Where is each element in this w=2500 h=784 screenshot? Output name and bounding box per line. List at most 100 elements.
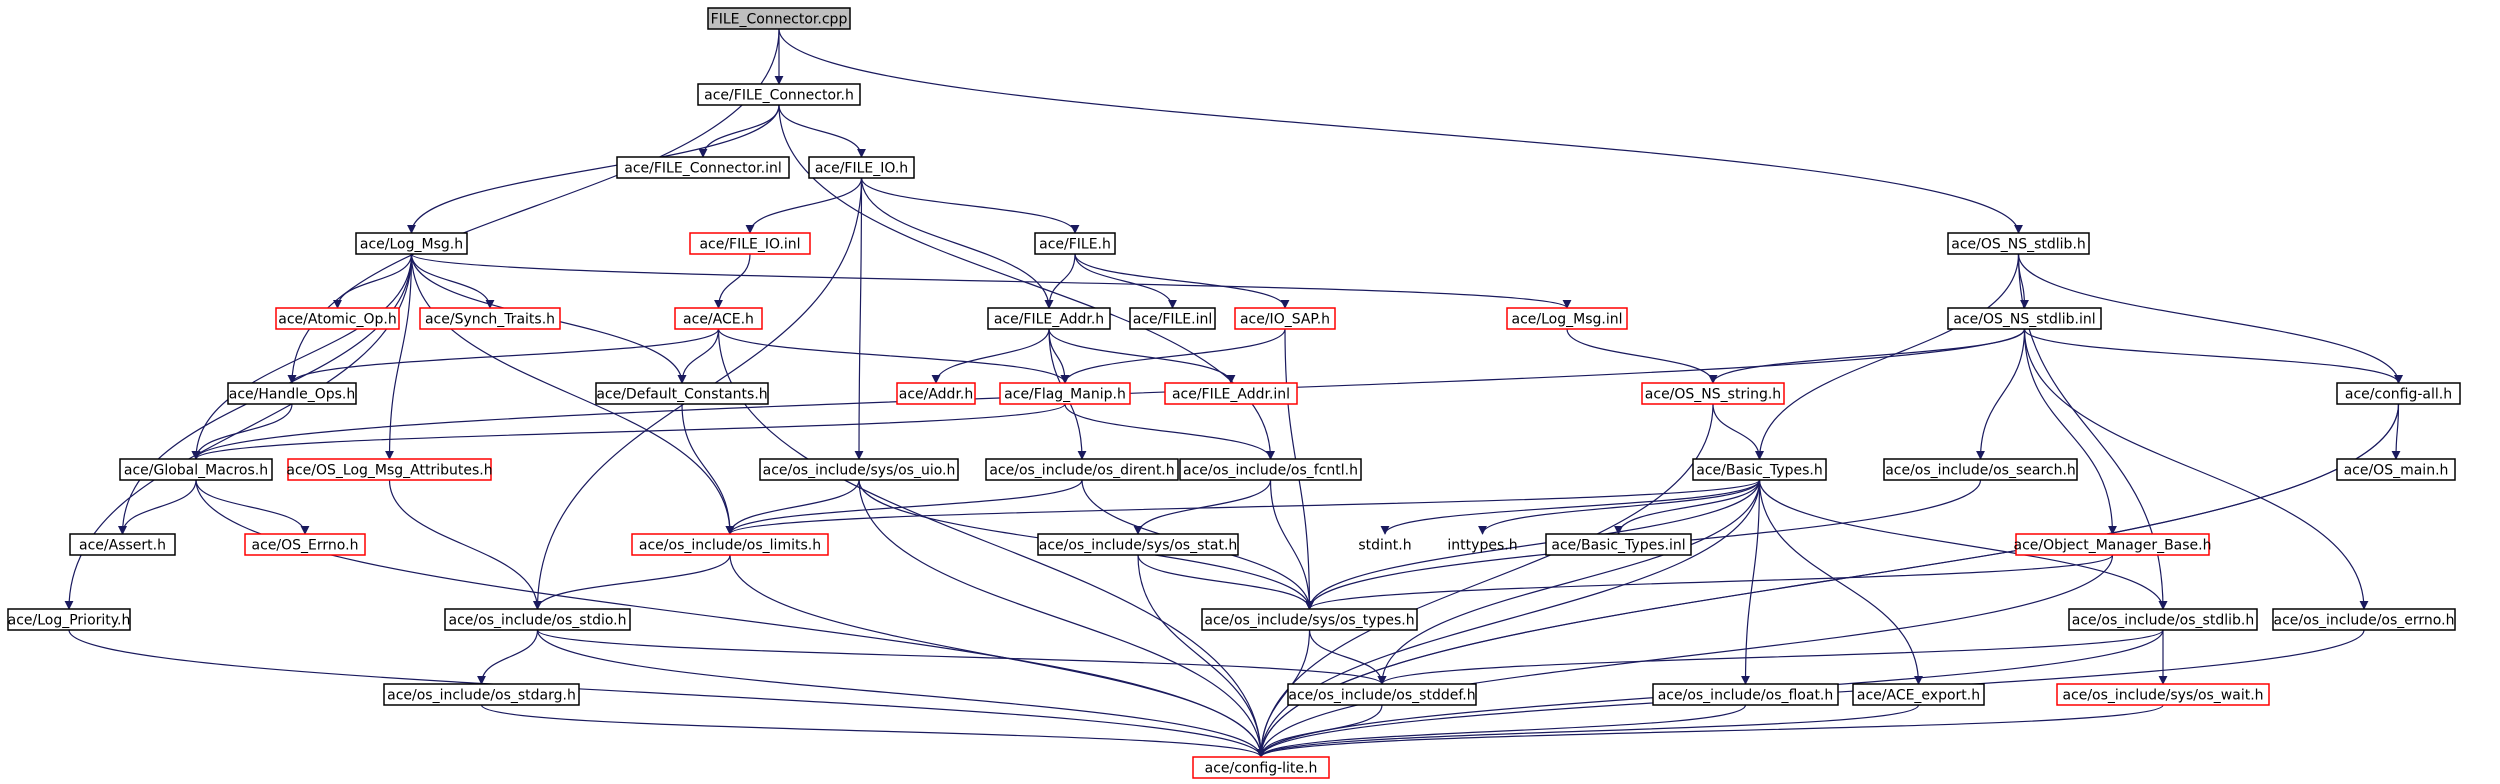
node-os-limits-h[interactable]: ace/os_include/os_limits.h: [631, 533, 829, 556]
edges-layer: [64, 28, 2403, 758]
node-file-io-inl[interactable]: ace/FILE_IO.inl: [689, 232, 811, 255]
node-os-search-h[interactable]: ace/os_include/os_search.h: [1883, 458, 2078, 481]
edge-os_sys_types_h-to-config_lite_h: [1256, 629, 1311, 758]
edge-ace_h-to-handle_ops_h: [287, 328, 720, 384]
node-file-connector-h[interactable]: ace/FILE_Connector.h: [697, 83, 861, 106]
node-flag-manip-h[interactable]: ace/Flag_Manip.h: [999, 382, 1131, 405]
node-global-macros-h[interactable]: ace/Global_Macros.h: [119, 458, 273, 481]
node-box: [419, 307, 561, 330]
node-config-all-h[interactable]: ace/config-all.h: [2336, 382, 2461, 405]
node-basic-types-h[interactable]: ace/Basic_Types.h: [1692, 458, 1827, 481]
node-os-stdarg-h[interactable]: ace/os_include/os_stdarg.h: [383, 683, 580, 706]
node-box: [1192, 756, 1330, 779]
node-label: ace/OS_NS_stdlib.h: [1951, 237, 2086, 253]
node-os-fcntl-h[interactable]: ace/os_include/os_fcntl.h: [1179, 458, 1362, 481]
node-os-stdlib-h[interactable]: ace/os_include/os_stdlib.h: [2068, 608, 2258, 631]
edge-io_sap_h-to-flag_manip_h: [1060, 328, 1286, 384]
node-handle-ops-h[interactable]: ace/Handle_Ops.h: [227, 382, 357, 405]
node-config-lite-h[interactable]: ace/config-lite.h: [1192, 756, 1330, 779]
node-os-sys-stat-h[interactable]: ace/os_include/sys/os_stat.h: [1037, 533, 1239, 556]
node-label: ace/Flag_Manip.h: [1004, 387, 1126, 403]
node-os-log-msg-attributes-h[interactable]: ace/OS_Log_Msg_Attributes.h: [286, 458, 493, 481]
node-stdint-h[interactable]: stdint.h: [1358, 538, 1411, 554]
node-label: ace/os_include/os_stddef.h: [1288, 688, 1475, 704]
node-box: [896, 382, 976, 405]
node-box: [1201, 608, 1418, 631]
node-box: [227, 382, 357, 405]
node-addr-h[interactable]: ace/Addr.h: [896, 382, 976, 405]
node-file-io-h[interactable]: ace/FILE_IO.h: [808, 156, 915, 179]
node-os-ns-stdlib-inl[interactable]: ace/OS_NS_stdlib.inl: [1947, 307, 2102, 330]
node-log-msg-h[interactable]: ace/Log_Msg.h: [355, 232, 468, 255]
node-atomic-op-h[interactable]: ace/Atomic_Op.h: [275, 307, 400, 330]
node-log-msg-inl[interactable]: ace/Log_Msg.inl: [1506, 307, 1628, 330]
edge-basic_types_h-to-os_stddef_h: [1377, 479, 1761, 685]
node-os-ns-string-h[interactable]: ace/OS_NS_string.h: [1641, 382, 1785, 405]
node-file-h[interactable]: ace/FILE.h: [1034, 232, 1116, 255]
node-os-float-h[interactable]: ace/os_include/os_float.h: [1652, 683, 1839, 706]
node-label: ace/os_include/os_errno.h: [2274, 613, 2455, 629]
node-ace-h[interactable]: ace/ACE.h: [674, 307, 763, 330]
node-box: [697, 83, 861, 106]
node-label: ace/Log_Priority.h: [8, 613, 131, 629]
node-synch-traits-h[interactable]: ace/Synch_Traits.h: [419, 307, 561, 330]
node-box: [2272, 608, 2456, 631]
node-os-sys-uio-h[interactable]: ace/os_include/sys/os_uio.h: [759, 458, 959, 481]
node-box: [1129, 307, 1216, 330]
node-os-stddef-h[interactable]: ace/os_include/os_stddef.h: [1287, 683, 1477, 706]
node-file-addr-inl[interactable]: ace/FILE_Addr.inl: [1164, 382, 1298, 405]
node-inttypes-h[interactable]: inttypes.h: [1447, 538, 1517, 554]
node-box: [444, 608, 631, 631]
node-os-stdio-h[interactable]: ace/os_include/os_stdio.h: [444, 608, 631, 631]
node-object-manager-base-h[interactable]: ace/Object_Manager_Base.h: [2014, 533, 2212, 556]
node-basic-types-inl[interactable]: ace/Basic_Types.inl: [1545, 533, 1692, 556]
edge-os_stdio_h-to-config_lite_h: [536, 629, 1266, 758]
node-label: ace/IO_SAP.h: [1240, 312, 1330, 328]
node-box: [631, 533, 829, 556]
node-io-sap-h[interactable]: ace/IO_SAP.h: [1234, 307, 1336, 330]
edge-os_dirent_h-to-os_limits_h: [725, 479, 1083, 535]
node-label: ace/os_include/sys/os_stat.h: [1039, 538, 1238, 554]
node-file-connector-inl[interactable]: ace/FILE_Connector.inl: [616, 156, 790, 179]
node-os-sys-types-h[interactable]: ace/os_include/sys/os_types.h: [1201, 608, 1418, 631]
node-label: ace/os_include/sys/os_wait.h: [2062, 688, 2263, 704]
node-box: [595, 382, 769, 405]
edge-os_ns_stdlib_inl-to-os_ns_string_h: [1708, 328, 2026, 384]
node-label: ace/Global_Macros.h: [124, 463, 268, 479]
node-label: FILE_Connector.cpp: [711, 12, 848, 28]
node-ace-export-h[interactable]: ace/ACE_export.h: [1852, 683, 1985, 706]
node-os-errno-h[interactable]: ace/OS_Errno.h: [244, 533, 366, 556]
edge-file_io_inl-to-ace_h: [714, 253, 751, 309]
edge-os_limits_h-to-os_stdio_h: [533, 554, 731, 610]
node-os-main-h[interactable]: ace/OS_main.h: [2336, 458, 2456, 481]
node-label: ace/FILE_Connector.h: [704, 88, 854, 104]
node-label: ace/os_include/os_fcntl.h: [1183, 463, 1358, 479]
node-assert-h[interactable]: ace/Assert.h: [69, 533, 176, 556]
node-box: [383, 683, 580, 706]
edge-global_macros_h-to-assert_h: [118, 479, 197, 535]
node-os-dirent-h[interactable]: ace/os_include/os_dirent.h: [985, 458, 1179, 481]
node-label: ace/Basic_Types.inl: [1551, 538, 1685, 554]
node-file-inl[interactable]: ace/FILE.inl: [1129, 307, 1216, 330]
node-label: ace/Handle_Ops.h: [229, 387, 356, 403]
node-log-priority-h[interactable]: ace/Log_Priority.h: [7, 608, 131, 631]
node-label: ace/ACE.h: [683, 312, 754, 328]
edge-file_h-to-io_sap_h: [1074, 253, 1290, 309]
edge-os_fcntl_h-to-os_sys_stat_h: [1133, 479, 1272, 535]
node-os-sys-wait-h[interactable]: ace/os_include/sys/os_wait.h: [2056, 683, 2270, 706]
node-box: [1947, 232, 2090, 255]
node-os-ns-stdlib-h[interactable]: ace/OS_NS_stdlib.h: [1947, 232, 2090, 255]
node-os-include-errno-h[interactable]: ace/os_include/os_errno.h: [2272, 608, 2456, 631]
edge-flag_manip_h-to-global_macros_h: [191, 403, 1066, 460]
node-label: ace/os_include/os_stdio.h: [449, 613, 627, 629]
edge-os_stdarg_h-to-config_lite_h: [480, 704, 1266, 758]
node-file-connector-cpp[interactable]: FILE_Connector.cpp: [707, 7, 851, 30]
edge-flag_manip_h-to-os_fcntl_h: [1064, 403, 1275, 460]
node-label: ace/Default_Constants.h: [596, 387, 767, 403]
node-file-addr-h[interactable]: ace/FILE_Addr.h: [987, 307, 1111, 330]
node-label: ace/Log_Msg.inl: [1512, 312, 1623, 328]
node-default-constants-h[interactable]: ace/Default_Constants.h: [595, 382, 769, 405]
edge-basic_types_h-to-stdint_h: [1380, 479, 1761, 535]
node-label: ace/OS_Errno.h: [252, 538, 359, 554]
node-label: ace/Assert.h: [79, 538, 166, 554]
